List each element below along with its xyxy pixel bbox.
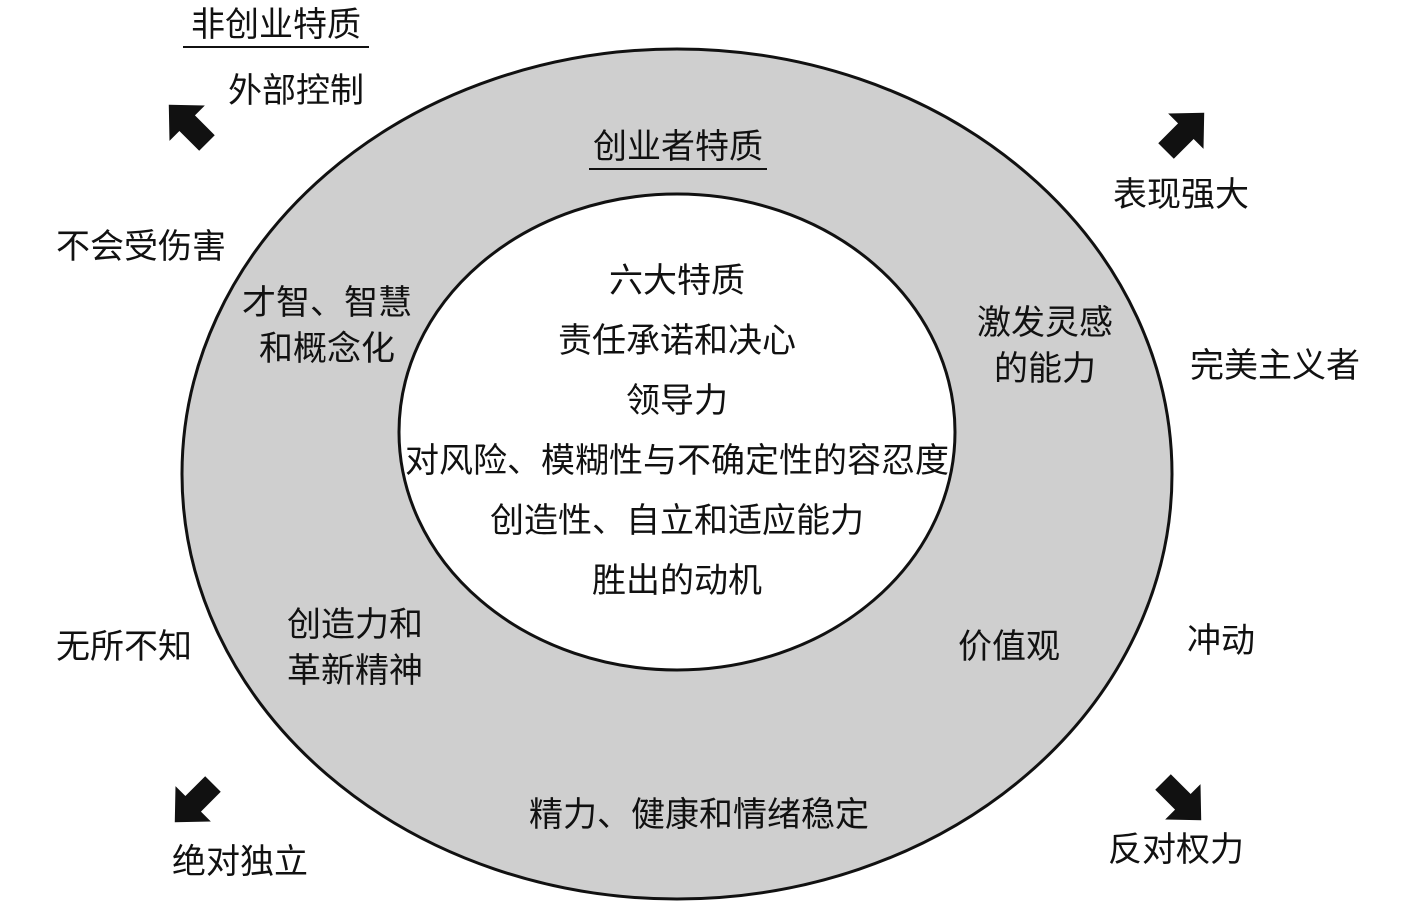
ring-trait-energy: 精力、健康和情绪稳定 xyxy=(529,795,869,835)
trait-anti-authority: 反对权力 xyxy=(1108,830,1244,870)
ring-trait-inspire-line2: 的能力 xyxy=(994,349,1096,389)
ring-trait-inspire-line1: 激发灵感 xyxy=(977,303,1113,343)
core-title: 六大特质 xyxy=(609,261,745,301)
arrow-bottom-right-icon xyxy=(1155,774,1202,821)
ring-trait-intelligence: 才智、智慧 和概念化 xyxy=(242,280,412,372)
non-entrepreneur-title: 非创业特质 xyxy=(183,8,369,48)
core-ellipse xyxy=(397,192,957,672)
ring-trait-intelligence-line1: 才智、智慧 xyxy=(242,283,412,323)
trait-perfectionist: 完美主义者 xyxy=(1190,346,1360,386)
entrepreneur-title: 创业者特质 xyxy=(589,130,767,170)
ring-trait-creativity: 创造力和 革新精神 xyxy=(287,602,423,694)
trait-external-control: 外部控制 xyxy=(228,71,364,111)
ring-trait-values: 价值观 xyxy=(958,627,1060,667)
arrow-top-right-icon xyxy=(1158,112,1205,159)
trait-omniscient: 无所不知 xyxy=(56,627,192,667)
trait-invulnerable: 不会受伤害 xyxy=(56,227,226,267)
trait-impulsive: 冲动 xyxy=(1187,621,1255,661)
ring-trait-intelligence-line2: 和概念化 xyxy=(259,329,395,369)
core-trait-creativity: 创造性、自立和适应能力 xyxy=(490,501,864,541)
ring-trait-creativity-line1: 创造力和 xyxy=(287,605,423,645)
arrow-bottom-left-icon xyxy=(174,776,221,823)
core-trait-commitment: 责任承诺和决心 xyxy=(558,321,796,361)
trait-show-strength: 表现强大 xyxy=(1113,175,1249,215)
arrow-top-left-icon xyxy=(168,104,215,151)
core-trait-leadership: 领导力 xyxy=(626,381,728,421)
ring-trait-creativity-line2: 革新精神 xyxy=(287,651,423,691)
trait-absolute-independence: 绝对独立 xyxy=(172,842,308,882)
ring-trait-inspire: 激发灵感 的能力 xyxy=(977,300,1113,392)
core-trait-motivation: 胜出的动机 xyxy=(592,561,762,601)
core-trait-risk-tolerance: 对风险、模糊性与不确定性的容忍度 xyxy=(405,441,949,481)
